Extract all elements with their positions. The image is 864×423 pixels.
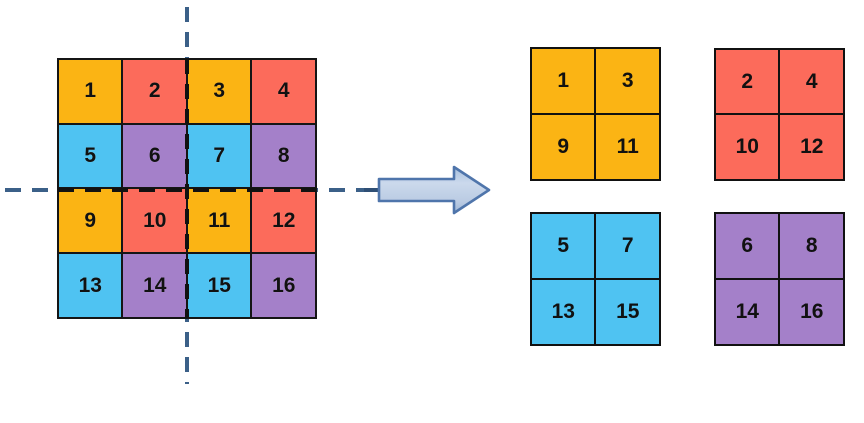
blue-subgrid-cell-5: 5 — [529, 211, 597, 281]
source-cell-12: 12 — [250, 187, 318, 255]
source-cell-6: 6 — [121, 122, 189, 190]
orange-subgrid-cell-9: 9 — [529, 112, 597, 182]
red-subgrid-cell-12: 12 — [778, 113, 846, 182]
source-cell-10: 10 — [121, 187, 189, 255]
orange-subgrid-cell-1: 1 — [529, 46, 597, 116]
purple-subgrid-cell-16: 16 — [778, 277, 846, 347]
source-cell-7: 7 — [185, 122, 253, 190]
source-cell-5: 5 — [56, 122, 124, 190]
source-cell-8: 8 — [250, 122, 318, 190]
blue-subgrid-cell-13: 13 — [529, 277, 597, 347]
red-subgrid-cell-2: 2 — [713, 47, 781, 116]
blue-subgrid-cell-15: 15 — [594, 277, 662, 347]
transform-arrow-icon — [377, 165, 491, 215]
red-subgrid-cell-10: 10 — [713, 113, 781, 182]
source-cell-11: 11 — [185, 187, 253, 255]
source-cell-15: 15 — [185, 252, 253, 320]
horizontal-dashed-line-overlay — [58, 188, 316, 192]
source-cell-1: 1 — [56, 57, 124, 125]
red-subgrid-cell-4: 4 — [778, 47, 846, 116]
purple-subgrid-cell-14: 14 — [713, 277, 781, 347]
orange-subgrid-cell-3: 3 — [594, 46, 662, 116]
orange-subgrid-cell-11: 11 — [594, 112, 662, 182]
source-cell-16: 16 — [250, 252, 318, 320]
purple-subgrid-cell-8: 8 — [778, 211, 846, 281]
source-cell-9: 9 — [56, 187, 124, 255]
source-cell-13: 13 — [56, 252, 124, 320]
source-cell-3: 3 — [185, 57, 253, 125]
arrow-tail-stub — [364, 188, 386, 192]
source-cell-2: 2 — [121, 57, 189, 125]
blue-subgrid-cell-7: 7 — [594, 211, 662, 281]
purple-subgrid-cell-6: 6 — [713, 211, 781, 281]
source-cell-14: 14 — [121, 252, 189, 320]
source-cell-4: 4 — [250, 57, 318, 125]
